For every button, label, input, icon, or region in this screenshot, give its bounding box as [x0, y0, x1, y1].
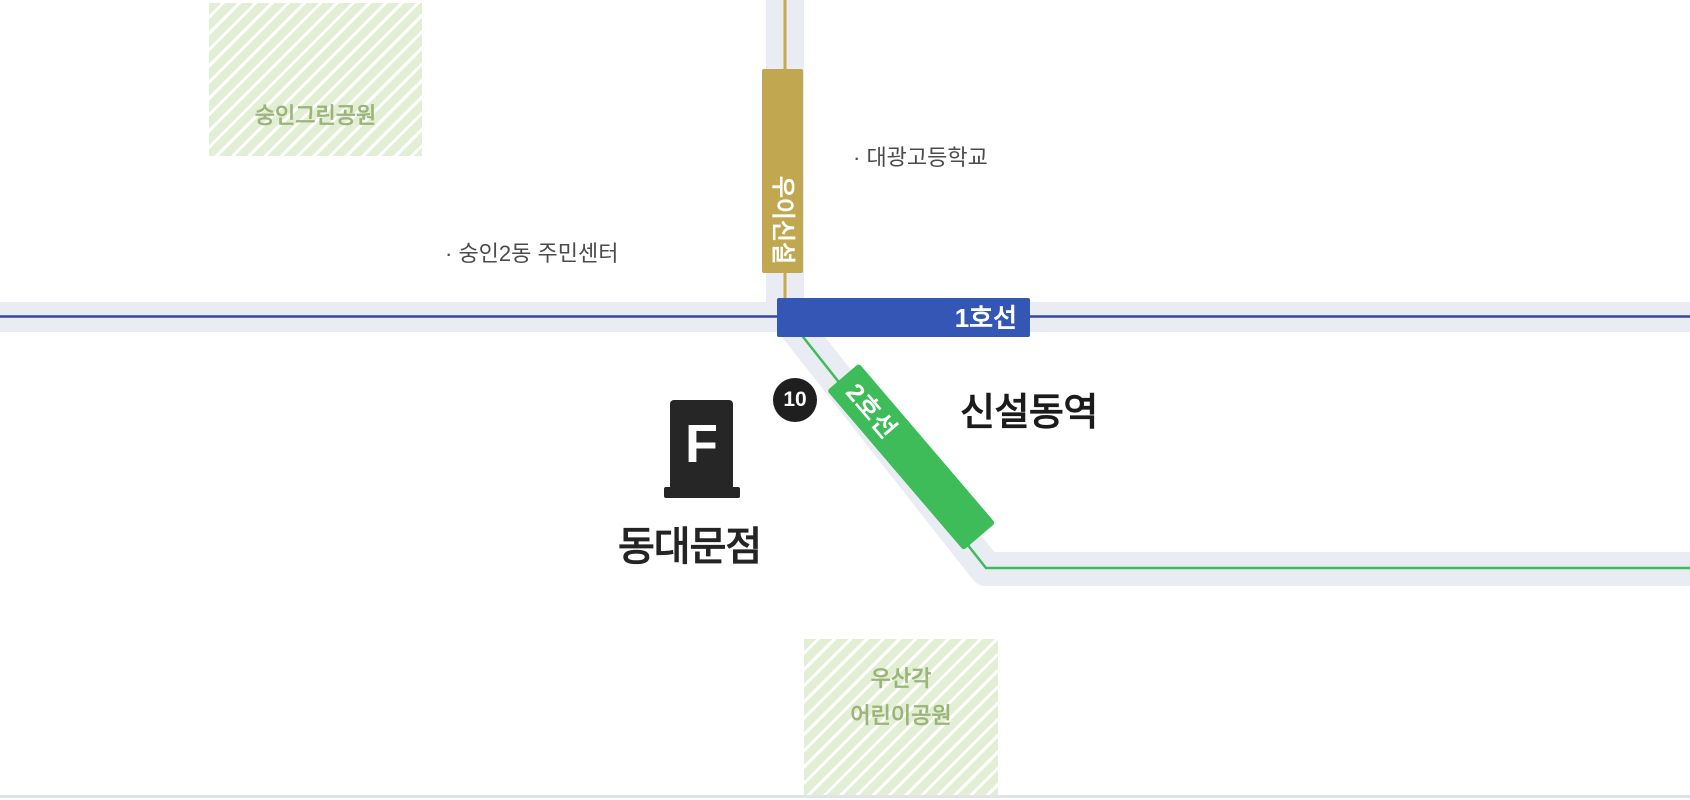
store-marker-letter: F: [685, 414, 718, 474]
station-name: 신설동역: [960, 392, 1098, 434]
ui-sinseol-station-bar: [762, 69, 803, 273]
poi-daekwang-highschool: · 대광고등학교: [853, 145, 988, 170]
park-sungin-green: 숭인그린공원: [209, 3, 422, 156]
park-sungin-green-label: 숭인그린공원: [254, 103, 377, 128]
park-usangak-children-label: 우산각 어린이공원: [804, 660, 998, 734]
line2-station-bar-group: 2호선: [828, 364, 995, 550]
line1-label: 1호선: [955, 303, 1017, 333]
exit-10-badge: 10: [773, 378, 817, 422]
ui-sinseol-label: 우이신설: [769, 176, 796, 264]
poi-sungin2dong-community-center: · 숭인2동 주민센터: [445, 241, 619, 266]
branch-name: 동대문점: [618, 525, 762, 569]
store-marker-base: [664, 487, 740, 498]
store-marker: F: [670, 400, 733, 488]
park-usangak-label-line2: 어린이공원: [850, 703, 952, 728]
park-usangak-children: 우산각 어린이공원: [804, 639, 998, 795]
line2-station-bar: [828, 364, 995, 550]
line1-station-bar: [777, 298, 1030, 337]
map-boundary-line: [0, 795, 1690, 798]
park-usangak-label-line1: 우산각: [870, 666, 932, 691]
exit-number: 10: [783, 388, 807, 411]
